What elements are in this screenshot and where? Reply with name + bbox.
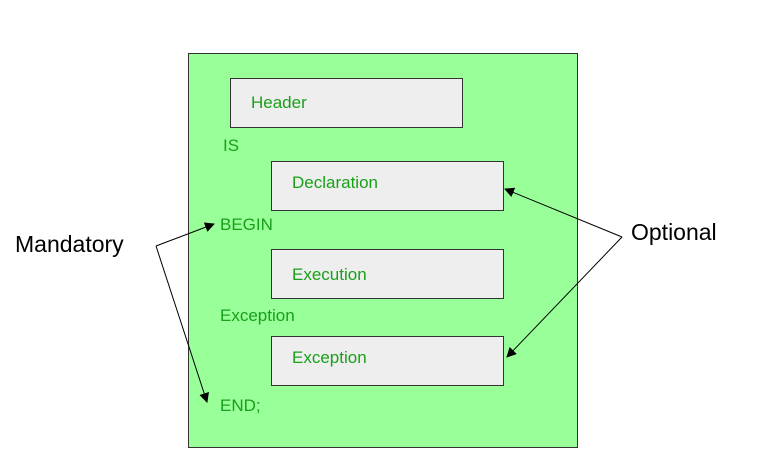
exception-box: Exception [271, 336, 504, 386]
execution-box-label: Execution [292, 265, 367, 284]
exception-keyword: Exception [220, 306, 295, 325]
mandatory-arrow-begin [155, 222, 215, 247]
execution-box: Execution [271, 249, 504, 299]
declaration-box-label: Declaration [292, 173, 378, 192]
end-keyword: END; [220, 396, 261, 415]
mandatory-label: Mandatory [15, 231, 124, 257]
optional-arrow-exception [506, 236, 623, 358]
optional-label: Optional [631, 219, 717, 245]
header-box: Header [230, 78, 463, 128]
is-keyword: IS [223, 136, 240, 155]
header-box-label: Header [251, 93, 307, 112]
optional-arrow-declaration [504, 187, 623, 238]
begin-keyword: BEGIN [220, 215, 273, 234]
declaration-box: Declaration [271, 161, 504, 211]
mandatory-arrow-end [155, 245, 209, 403]
exception-box-label: Exception [292, 348, 367, 367]
